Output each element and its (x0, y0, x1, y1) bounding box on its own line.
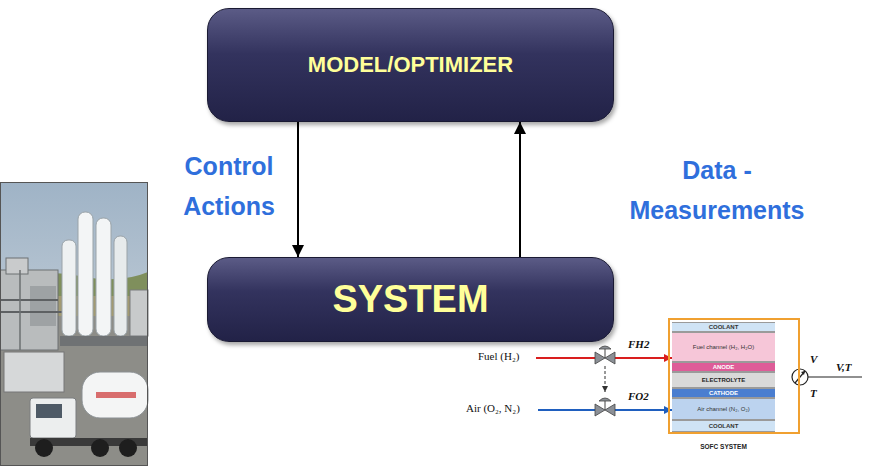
sofc-stack: SOFC SYSTEM COOLANT Fuel channel (H₂, H₂O)… (668, 318, 800, 452)
flow-arrow (519, 122, 521, 257)
signal-name: V (810, 353, 817, 366)
layer-label: COOLANT (709, 423, 739, 430)
signal-name: T (810, 387, 817, 400)
coolant-layer: COOLANT (672, 420, 775, 432)
layer-label: Fuel channel (H₂, H₂O) (693, 344, 754, 351)
fuel-channel: Fuel channel (H₂, H₂O) (672, 332, 775, 362)
layer-label: Air channel (N₂, O₂) (697, 406, 750, 413)
flow-symbol: FH2 (628, 338, 649, 351)
anode-layer: ANODE (672, 362, 775, 372)
flow-label: Data - Measurements (612, 150, 822, 230)
voltmeter (792, 369, 862, 385)
flow-symbol: FO2 (628, 390, 649, 403)
box-title: SYSTEM (332, 278, 488, 321)
plant-photo (0, 182, 148, 466)
cathode-layer: CATHODE (672, 388, 775, 398)
air-channel: Air channel (N₂, O₂) (672, 398, 775, 420)
system-box: SYSTEM (207, 257, 614, 342)
input-label: Air (O₂, N₂) (466, 402, 520, 415)
electrolyte-layer: ELECTROLYTE (672, 372, 775, 388)
flow-arrow (297, 122, 299, 257)
supply-lines (536, 346, 672, 416)
flow-label: Control Actions (165, 146, 293, 226)
box-title: MODEL/OPTIMIZER (308, 52, 513, 78)
layer-label: ELECTROLYTE (702, 377, 745, 384)
layer-label: COOLANT (709, 324, 739, 331)
input-label: Fuel (H₂) (478, 350, 519, 363)
coolant-layer: COOLANT (672, 322, 775, 332)
stack-caption: SOFC SYSTEM (672, 442, 775, 452)
layer-label: CATHODE (709, 390, 738, 397)
layer-label: ANODE (713, 364, 735, 371)
optimizer-box: MODEL/OPTIMIZER (207, 8, 614, 122)
signal-name: V,T (836, 361, 851, 374)
